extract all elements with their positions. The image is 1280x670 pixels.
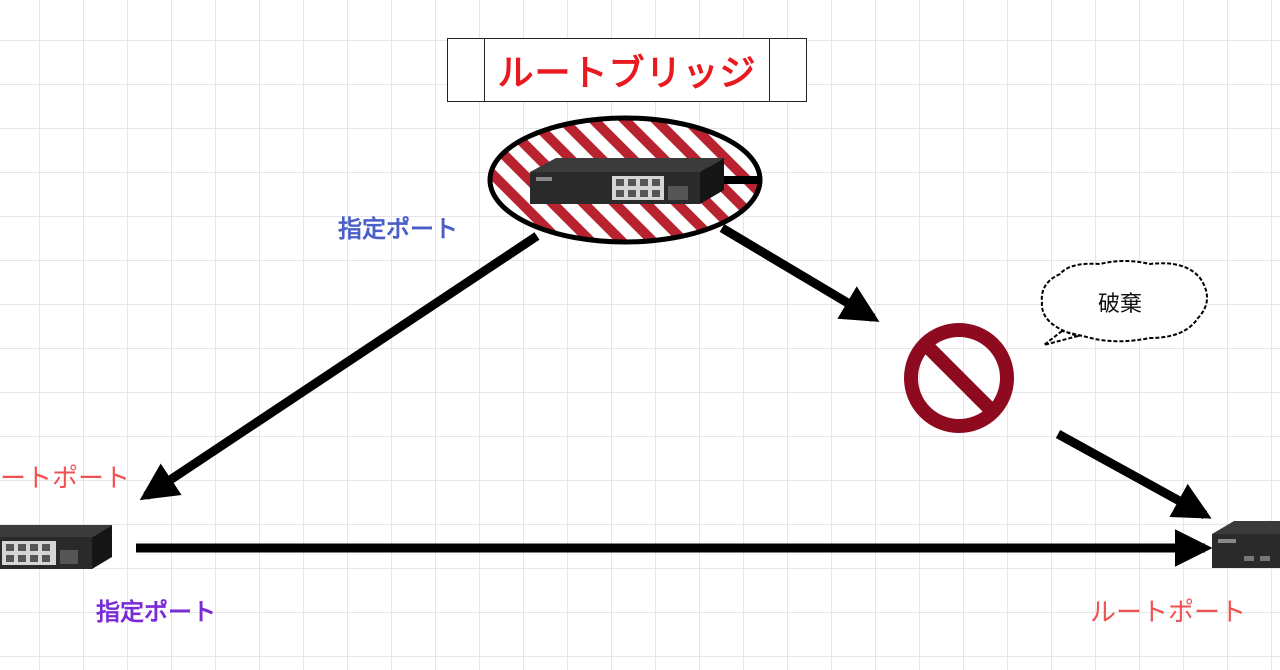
root-port-label-left: ルートポート: [0, 464, 131, 494]
designated-port-label-bottom: 指定ポート: [96, 598, 216, 626]
network-switch-icon: [0, 525, 112, 569]
title-divider-left: [484, 39, 485, 101]
title-divider-right: [769, 39, 770, 101]
arrow-block-to-right: [1055, 430, 1212, 519]
prohibited-icon: [904, 323, 1014, 433]
discard-callout-text: 破棄: [1098, 292, 1143, 317]
root-bridge-title: ルートブリッジ: [497, 53, 757, 94]
root-bridge-node: [487, 115, 763, 245]
root-bridge-title-box: ルートブリッジ: [447, 38, 807, 102]
network-switch-icon: [530, 158, 724, 204]
arrow-root-to-block: [719, 224, 880, 322]
designated-port-label-top: 指定ポート: [338, 215, 458, 243]
root-port-label-right: ルートポート: [1090, 598, 1247, 628]
arrow-root-to-left: [139, 232, 540, 501]
network-switch-icon: [1212, 521, 1280, 568]
speech-bubble-icon: [1040, 260, 1208, 346]
